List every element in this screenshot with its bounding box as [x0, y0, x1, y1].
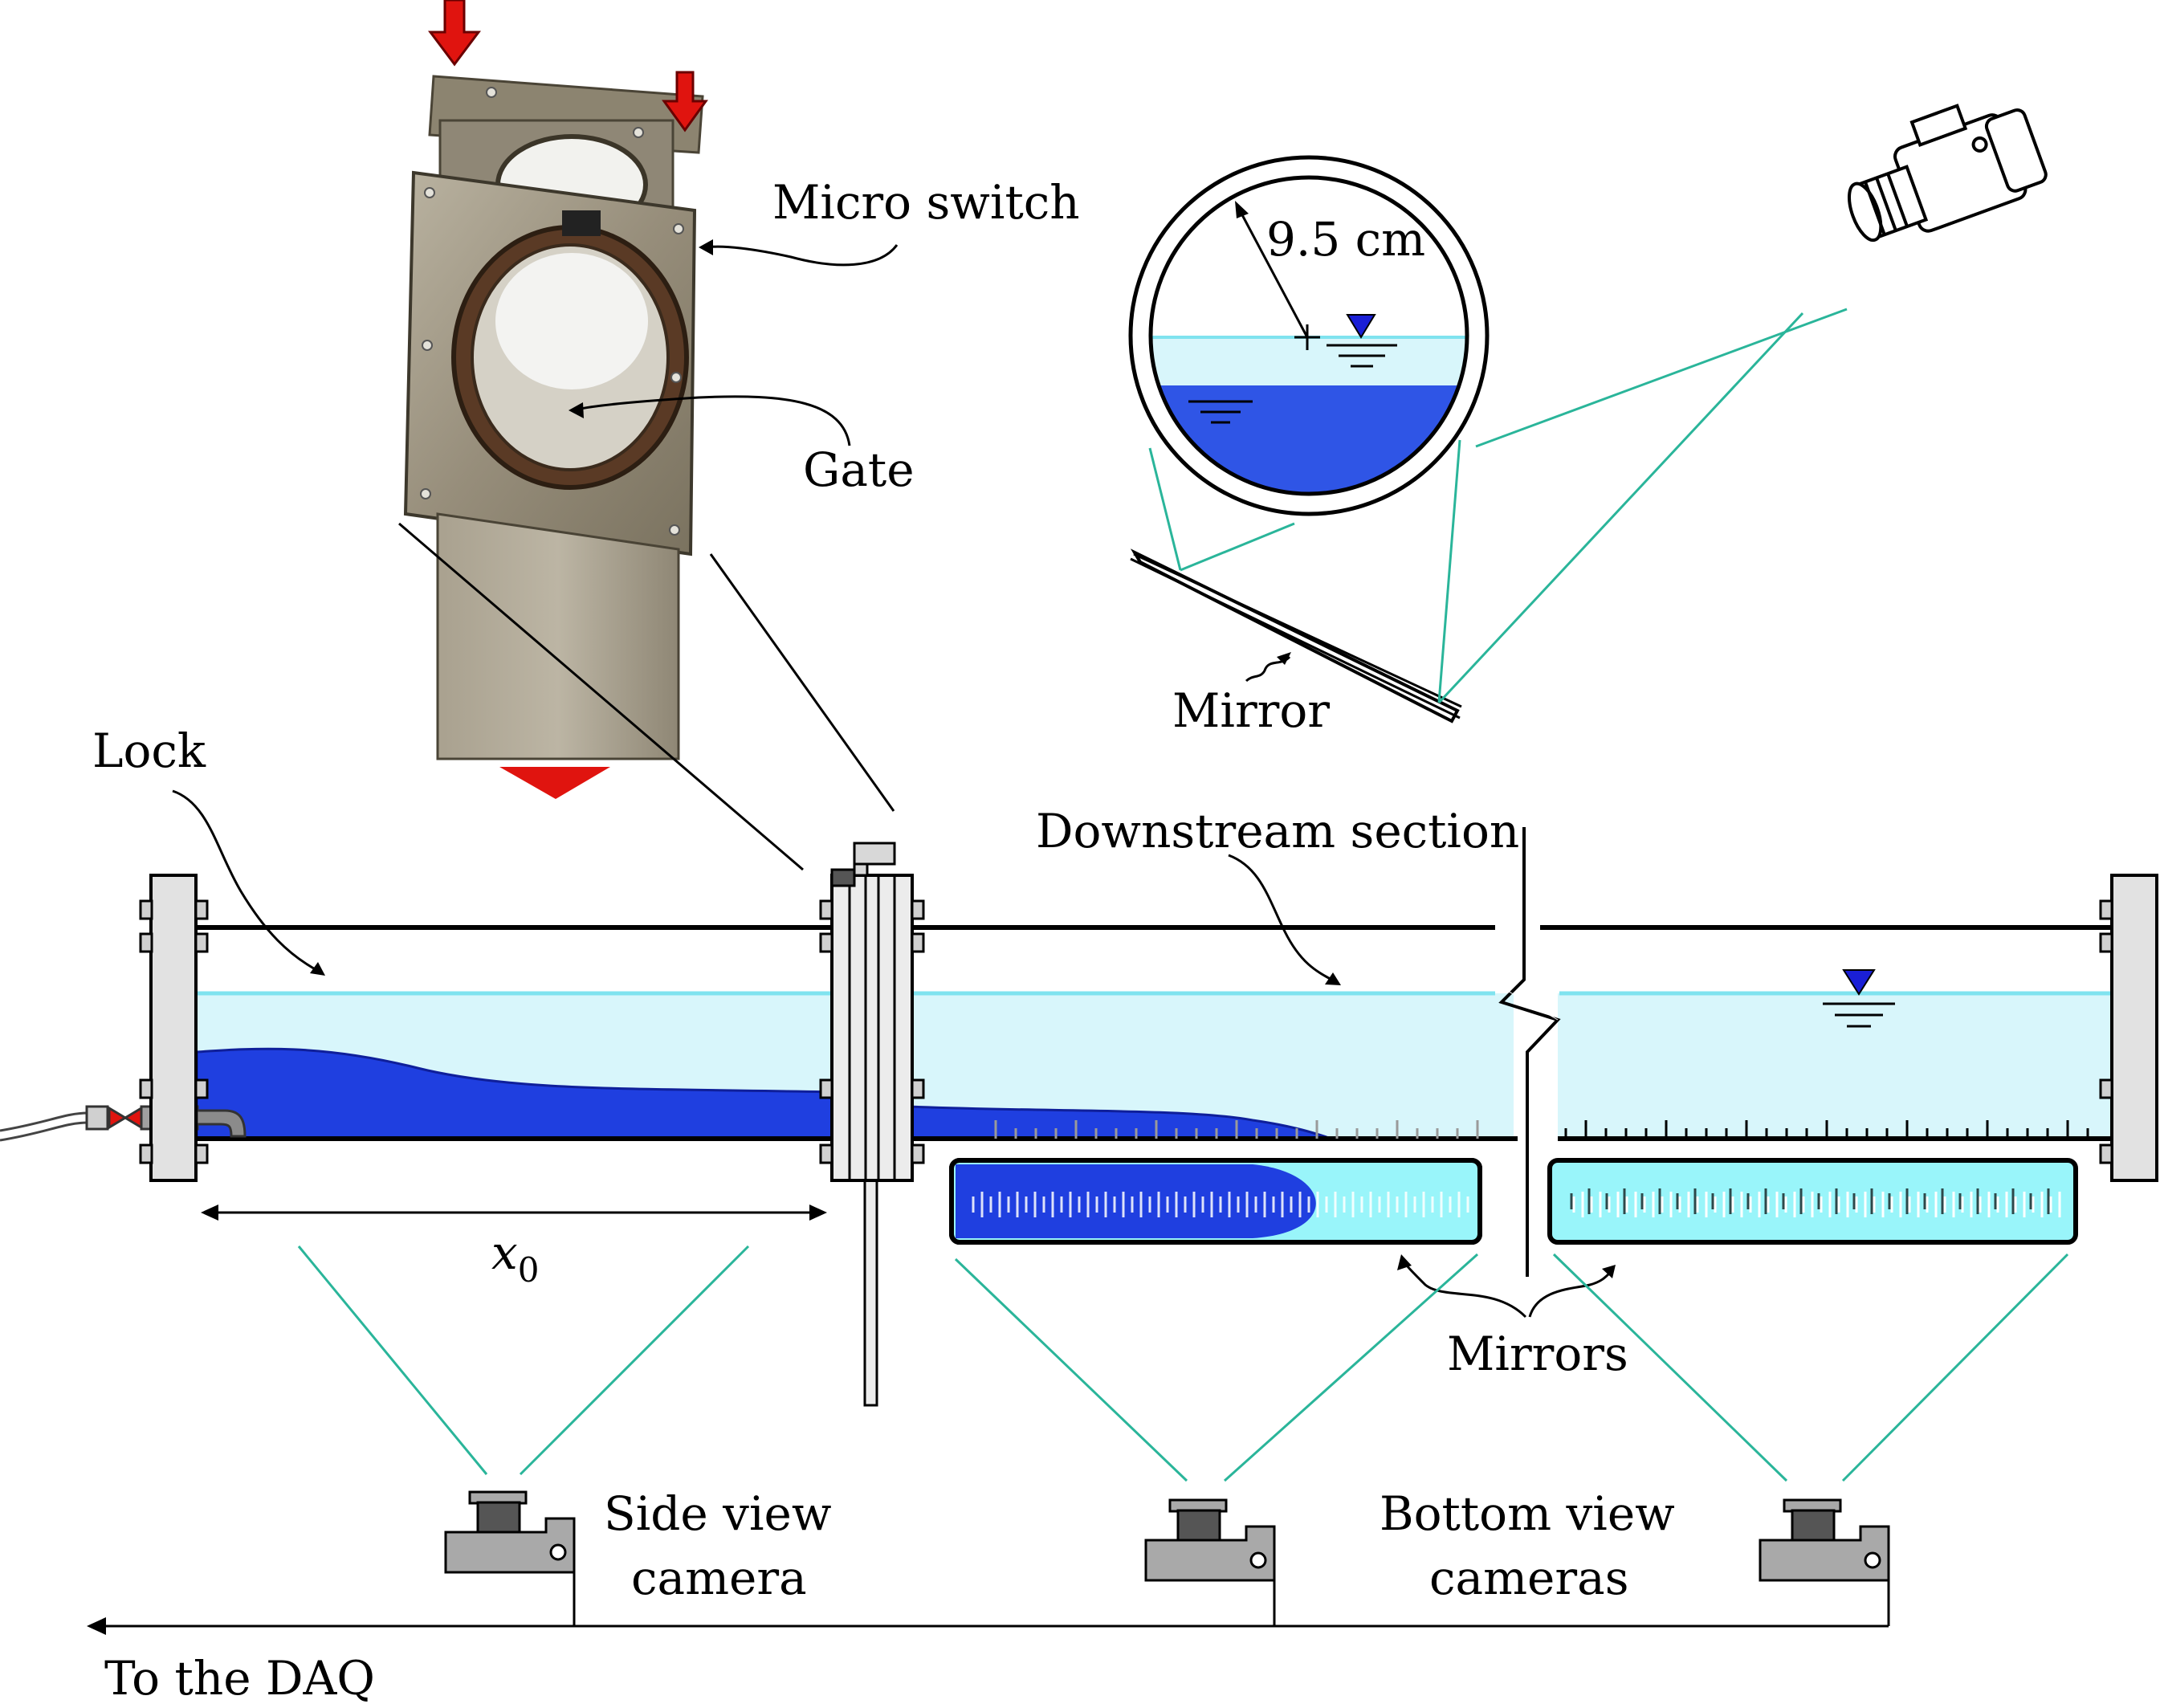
lock-label: Lock [92, 724, 206, 778]
red-arrow-icon [428, 0, 481, 67]
video-camera-icon [444, 1490, 576, 1574]
gate-photo [403, 0, 708, 799]
video-camera-icon [1759, 1498, 1890, 1582]
ruler-ticks [1564, 1120, 2089, 1139]
gate-label: Gate [803, 442, 915, 497]
video-camera-icon [1144, 1498, 1276, 1582]
side-view-label-line2: camera [631, 1551, 807, 1605]
x0-dimension [201, 1205, 827, 1221]
x0-label: x0 [491, 1225, 539, 1290]
gate-flange [819, 842, 925, 1407]
mirror [1130, 548, 1462, 724]
downstream-section-label: Downstream section [1036, 804, 1519, 858]
camera-icon [1848, 104, 2048, 243]
pipe-cross-section [1128, 155, 1490, 516]
side-view-label-line1: Side view [604, 1486, 831, 1541]
micro-switch-label: Micro switch [772, 175, 1080, 230]
to-daq-label: To the DAQ [104, 1651, 375, 1706]
bottom-view-label-line1: Bottom view [1380, 1486, 1675, 1541]
free-surface-icon [1327, 314, 1397, 368]
sight-lines-bottom [297, 1245, 2069, 1482]
red-arrow-icon [662, 71, 708, 132]
tank [0, 827, 2158, 1407]
sight-lines-top [1148, 308, 1848, 704]
daq-cable [96, 1572, 1890, 1628]
free-surface-icon [1823, 969, 1895, 1028]
mirrors-label: Mirrors [1447, 1327, 1628, 1381]
red-arrow-icon [499, 767, 610, 799]
radius-label: 9.5 cm [1266, 212, 1425, 267]
bottom-mirror-1 [949, 1158, 1482, 1245]
bottom-mirror-2 [1547, 1158, 2078, 1245]
end-flange-left [139, 874, 209, 1182]
end-flange-right [2099, 874, 2158, 1182]
bottom-view-label-line2: cameras [1429, 1551, 1628, 1605]
mirror-label: Mirror [1172, 683, 1330, 738]
ruler-ticks [994, 1120, 1479, 1139]
